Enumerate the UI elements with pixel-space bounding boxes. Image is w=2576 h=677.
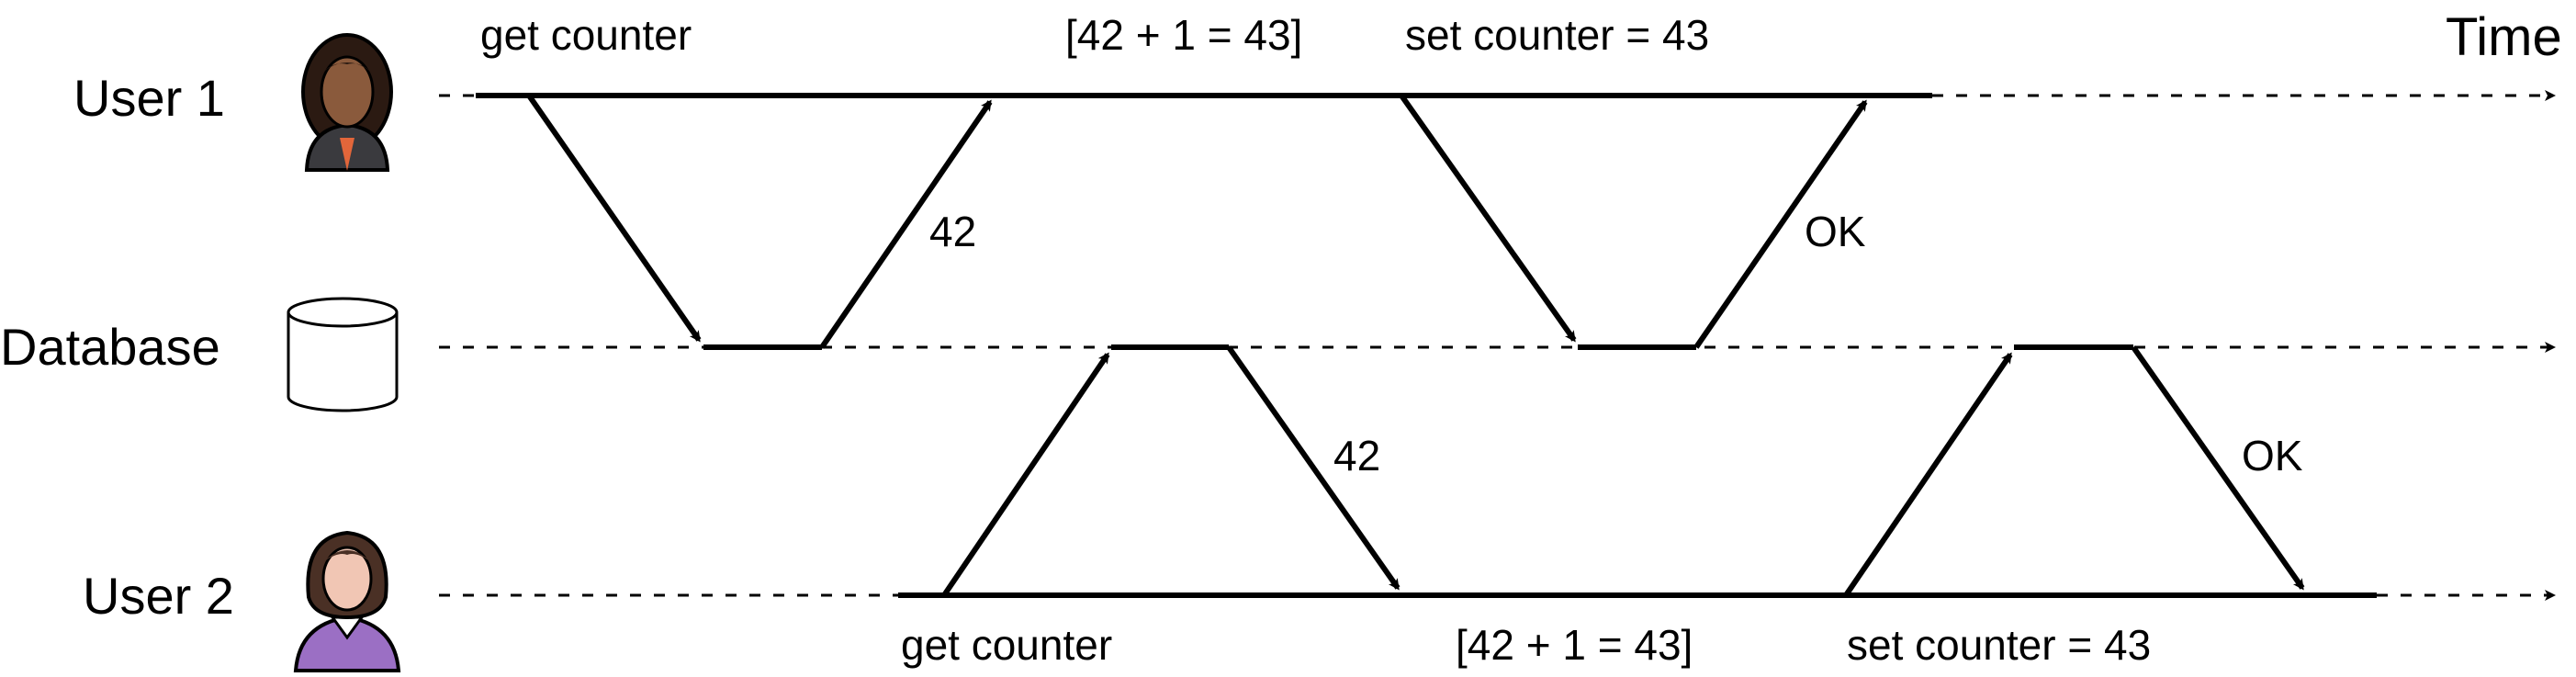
user1-get-request-arrow <box>526 94 702 343</box>
user2-label: User 2 <box>83 567 234 625</box>
database-label: Database <box>0 318 220 376</box>
user2-get-response-arrow <box>1226 345 1400 591</box>
female-user-purple-icon <box>293 530 401 672</box>
user2-get-counter-label: get counter <box>901 621 1112 669</box>
user1-get-counter-label: get counter <box>480 11 692 59</box>
user2-set-response-arrow <box>2131 345 2305 591</box>
user2-compute-label: [42 + 1 = 43] <box>1456 621 1693 669</box>
user1-label: User 1 <box>73 69 225 127</box>
database-cylinder-icon <box>287 297 399 412</box>
user1-response-42-label: 42 <box>929 208 976 255</box>
user1-set-response-arrow <box>1693 99 1868 349</box>
user1-set-counter-label: set counter = 43 <box>1405 11 1709 59</box>
user1-response-ok-label: OK <box>1805 208 1866 255</box>
user1-get-response-arrow <box>819 99 993 349</box>
female-user-dark-icon <box>301 33 393 172</box>
user2-get-request-arrow <box>941 352 1110 597</box>
user2-set-request-arrow <box>1843 352 2013 597</box>
time-label: Time <box>2446 7 2562 67</box>
user2-response-ok-label: OK <box>2242 432 2303 480</box>
user1-compute-label: [42 + 1 = 43] <box>1065 11 1302 59</box>
user2-set-counter-label: set counter = 43 <box>1847 621 2151 669</box>
user1-set-request-arrow <box>1399 94 1577 343</box>
user2-response-42-label: 42 <box>1333 432 1380 480</box>
